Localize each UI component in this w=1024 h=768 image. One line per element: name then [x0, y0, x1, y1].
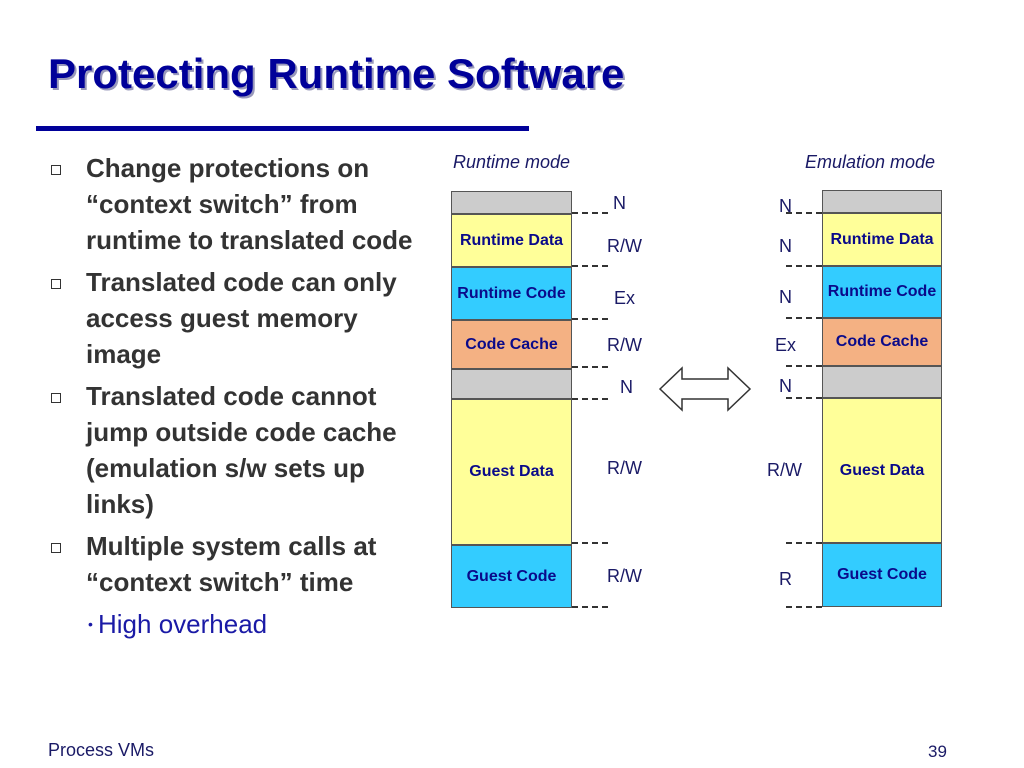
runtime-data-block: Runtime Data: [822, 213, 942, 266]
runtime-code-block: Runtime Code: [822, 266, 942, 318]
sub-bullet-item: • High overhead: [48, 606, 428, 642]
perm-label: R/W: [607, 566, 642, 586]
dot-bullet-icon: •: [88, 616, 93, 632]
bullet-item: Change protections on “context switch” f…: [48, 150, 428, 258]
double-arrow-icon: [658, 366, 752, 412]
boundary-dash: [786, 212, 822, 214]
boundary-dash: [786, 606, 822, 608]
perm-label: R/W: [767, 460, 802, 480]
runtime-gap-block: [451, 369, 572, 399]
runtime-mode-label: Runtime mode: [453, 152, 571, 172]
perm-label: Ex: [614, 288, 636, 308]
guest-code-block: Guest Code: [451, 545, 572, 608]
runtime-data-block: Runtime Data: [451, 214, 572, 267]
boundary-dash: [786, 365, 822, 367]
bullet-text: Translated code can only access guest me…: [86, 267, 397, 369]
perm-label: N: [620, 377, 633, 397]
page-number: 39: [928, 742, 947, 761]
boundary-dash: [572, 265, 608, 267]
guest-code-block: Guest Code: [822, 543, 942, 607]
perm-label: R/W: [607, 458, 642, 478]
perm-label: R/W: [607, 335, 642, 355]
boundary-dash: [786, 317, 822, 319]
perm-label: N: [779, 236, 792, 256]
emulation-unused-block: [822, 190, 942, 213]
square-bullet-icon: [51, 279, 61, 289]
boundary-dash: [572, 606, 608, 608]
guest-data-block: Guest Data: [822, 398, 942, 543]
perm-label: N: [779, 376, 792, 396]
guest-data-block: Guest Data: [451, 399, 572, 545]
runtime-unused-block: [451, 191, 572, 214]
code-cache-block: Code Cache: [451, 320, 572, 369]
bullet-text: Multiple system calls at “context switch…: [86, 531, 377, 597]
sub-bullet-text: High overhead: [98, 609, 268, 639]
boundary-dash: [572, 398, 608, 400]
perm-label: N: [779, 287, 792, 307]
footer-label: Process VMs: [48, 740, 155, 760]
boundary-dash: [572, 212, 608, 214]
boundary-dash: [572, 318, 608, 320]
emulation-mode-label: Emulation mode: [805, 152, 936, 172]
boundary-dash: [572, 366, 608, 368]
bullet-text: Change protections on “context switch” f…: [86, 153, 413, 255]
perm-label: R: [779, 569, 792, 589]
bullet-text: Translated code cannot jump outside code…: [86, 381, 397, 519]
square-bullet-icon: [51, 165, 61, 175]
title-underline: [36, 126, 529, 131]
bullet-item: Translated code cannot jump outside code…: [48, 378, 428, 522]
perm-label: N: [613, 193, 626, 213]
perm-label: N: [779, 196, 792, 216]
code-cache-block: Code Cache: [822, 318, 942, 366]
bullet-item: Multiple system calls at “context switch…: [48, 528, 428, 600]
boundary-dash: [786, 397, 822, 399]
boundary-dash: [786, 542, 822, 544]
perm-label: R/W: [607, 236, 642, 256]
boundary-dash: [572, 542, 608, 544]
emulation-gap-block: [822, 366, 942, 398]
bullet-list: Change protections on “context switch” f…: [48, 150, 428, 642]
square-bullet-icon: [51, 393, 61, 403]
boundary-dash: [786, 265, 822, 267]
runtime-code-block: Runtime Code: [451, 267, 572, 320]
bullet-item: Translated code can only access guest me…: [48, 264, 428, 372]
perm-label: Ex: [775, 335, 797, 355]
slide-title: Protecting Runtime Software: [48, 50, 625, 97]
square-bullet-icon: [51, 543, 61, 553]
